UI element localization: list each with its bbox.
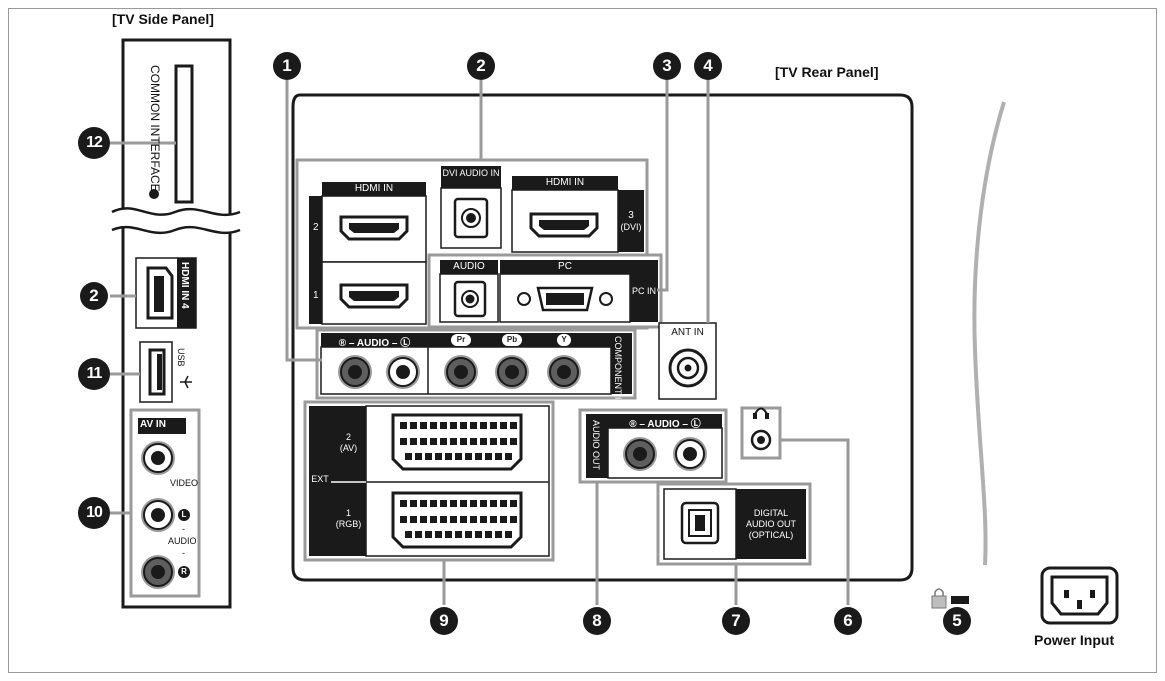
ant-in-label: ANT IN — [671, 327, 704, 338]
diagram-frame — [8, 8, 1157, 673]
hdmi-port-1-label: 1 — [313, 290, 319, 301]
audio-out-label: AUDIO OUT — [591, 420, 601, 471]
usb-icon — [180, 375, 192, 389]
side-panel — [111, 38, 241, 609]
usb-label: USB — [176, 348, 186, 367]
component-audio-label: ® – AUDIO – Ⓛ — [338, 338, 411, 349]
rgb-label: (RGB) — [335, 519, 362, 529]
av-label: (AV) — [339, 443, 358, 453]
hdmi-port-2-label: 2 — [313, 222, 319, 233]
ext-2-label: 2 — [345, 432, 351, 442]
callout-2: 2 — [467, 52, 495, 80]
callout-7: 7 — [722, 607, 750, 635]
lock-icon — [931, 588, 969, 609]
common-interface-label: COMMON INTERFACE — [148, 65, 162, 192]
hdmi-port-3-label: 3 — [628, 210, 634, 221]
dvi-label: (DVI) — [620, 222, 642, 232]
audio-dash-top: - — [182, 524, 185, 534]
hdmi-in-3-label: HDMI IN — [545, 177, 585, 188]
component-in-label: COMPONENT IN — [613, 336, 623, 406]
rear-panel — [291, 93, 914, 582]
tv-edge-curve — [972, 101, 1006, 566]
arrow-icon — [149, 189, 159, 199]
ext-1-label: 1 — [345, 508, 351, 518]
power-input-socket — [1040, 566, 1119, 625]
y-label: Y — [557, 334, 571, 346]
callout-lines — [110, 80, 850, 605]
pc-in-label: PC IN — [631, 286, 656, 296]
callout-8: 8 — [583, 607, 611, 635]
hdmi-in-4-label: HDMI IN 4 — [179, 262, 190, 309]
callout-12: 12 — [78, 127, 110, 159]
video-label: VIDEO — [170, 478, 199, 488]
audio-out-header: ® – AUDIO – Ⓛ — [629, 419, 701, 430]
power-input-label: Power Input — [1034, 632, 1115, 648]
rear-panel-title: [TV Rear Panel] — [775, 64, 879, 80]
hdmi-in-label: HDMI IN — [354, 183, 394, 194]
dvi-audio-in-label: DVI AUDIO IN — [441, 166, 501, 188]
audio-r-marker: R — [178, 566, 190, 578]
pb-label: Pb — [502, 334, 522, 346]
callout-5: 5 — [943, 607, 971, 635]
audio-dash-bottom: - — [182, 548, 185, 558]
audio-out-optical-label: AUDIO OUT — [745, 519, 796, 529]
side-panel-title: [TV Side Panel] — [112, 11, 214, 27]
callout-10: 10 — [78, 497, 110, 529]
callout-6: 6 — [834, 607, 862, 635]
callout-3: 3 — [653, 52, 681, 80]
headphone-icon — [754, 407, 768, 415]
av-in-label: AV IN — [140, 419, 166, 430]
pc-label: PC — [558, 261, 572, 272]
digital-label: DIGITAL — [753, 508, 789, 518]
callout-11: 11 — [78, 358, 110, 390]
callout-4: 4 — [694, 52, 722, 80]
pr-label: Pr — [451, 334, 471, 346]
callout-2-side: 2 — [80, 282, 108, 310]
audio-label-side: AUDIO — [168, 536, 197, 546]
callout-1: 1 — [273, 52, 301, 80]
audio-l-marker: L — [178, 509, 190, 521]
pc-audio-label: AUDIO — [453, 261, 485, 272]
optical-label: (OPTICAL) — [748, 530, 794, 540]
callout-9: 9 — [430, 607, 458, 635]
ext-label: EXT — [311, 474, 329, 484]
